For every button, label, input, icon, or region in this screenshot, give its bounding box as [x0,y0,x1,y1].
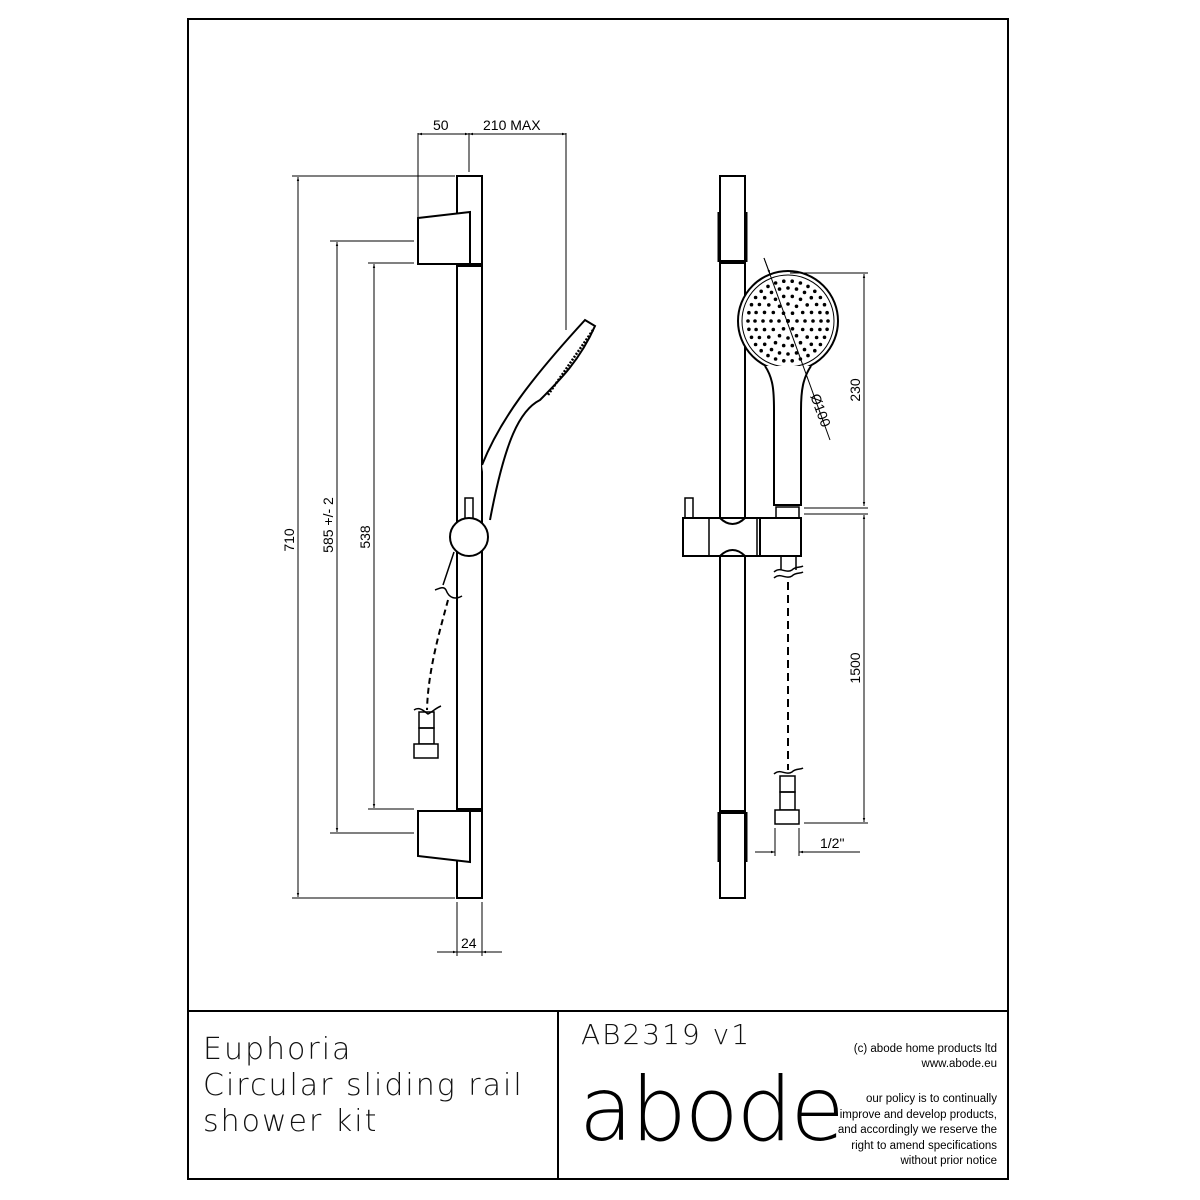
dim-bracket-projection: 50 [433,117,449,133]
abode-logo: abode [579,1058,845,1161]
dim-rail-width: 24 [461,935,477,951]
product-code: AB2319 v1 [581,1018,752,1051]
dim-hose-length: 1500 [847,652,863,683]
product-type-cont: shower kit [203,1104,379,1139]
dim-head-diameter: Ø100 [807,391,834,429]
spray-nozzles [746,279,830,363]
product-name: Euphoria [203,1032,353,1067]
title-block: Euphoria Circular sliding rail shower ki… [187,1010,1009,1180]
dim-handshower-length: 230 [847,378,863,402]
copyright: (c) abode home products ltd www.abode.eu [854,1042,997,1072]
side-view-dimensions [292,132,567,956]
front-view [682,175,839,899]
policy-line: right to amend specifications [851,1139,997,1152]
dim-handshower-reach: 210 MAX [483,117,541,133]
product-description: Euphoria Circular sliding rail shower ki… [187,1012,559,1180]
policy-line: without prior notice [900,1155,997,1167]
dim-overall-length: 710 [281,528,297,552]
policy-line: improve and develop products, [839,1108,997,1121]
dim-connection-size: 1/2" [820,835,844,851]
copyright-line: (c) abode home products ltd [853,1043,997,1055]
product-type: Circular sliding rail [203,1068,524,1103]
dim-bracket-centres: 585 +/- 2 [320,497,336,553]
policy-line: our policy is to continually [865,1093,997,1105]
policy-line: and accordingly we reserve the [837,1124,997,1136]
drawing-frame [187,18,1009,1180]
policy-notice: our policy is to continually improve and… [838,1092,997,1170]
front-view-dimensions [755,257,868,856]
website-line: www.abode.eu [921,1058,997,1070]
dim-slide-travel: 538 [357,525,373,549]
dimension-labels: 50 210 MAX 710 585 +/- 2 538 24 230 Ø100… [281,117,863,951]
side-view [413,175,597,899]
